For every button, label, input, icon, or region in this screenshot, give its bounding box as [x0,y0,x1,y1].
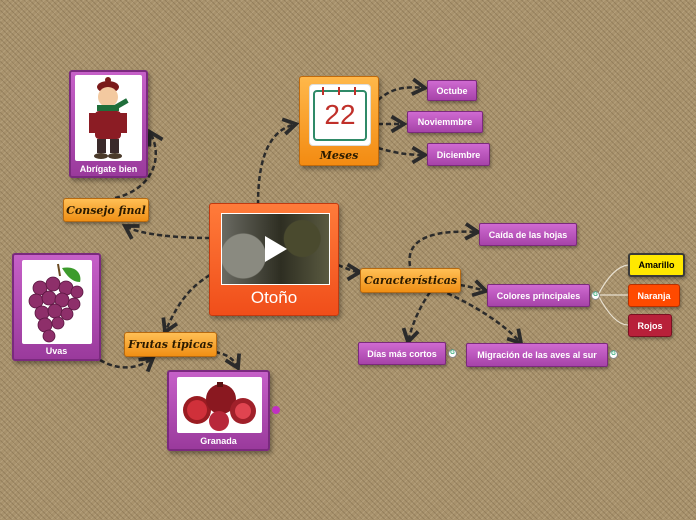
central-title: Otoño [250,288,298,307]
link-icon[interactable] [272,406,280,414]
month-octubre[interactable]: Octube [427,80,477,101]
migracion-aves-node[interactable]: Migración de las aves al sur [466,343,608,367]
pomegranate-image [177,377,262,433]
video-thumbnail[interactable] [221,213,330,285]
grapes-image [22,260,92,344]
calendar-day: 22 [324,99,356,130]
child-winter-image [75,75,142,161]
dias-cortos-node[interactable]: Días más cortos [358,342,446,365]
google-icon[interactable]: G [448,349,457,358]
colores-principales-node[interactable]: Colores principales [487,284,590,307]
caracteristicas-label[interactable]: Características [360,268,461,293]
play-icon[interactable] [265,236,287,262]
abrigate-card[interactable]: Abrígate bien [69,70,148,178]
google-icon[interactable]: G [591,291,600,300]
uvas-card[interactable]: Uvas [12,253,101,361]
month-diciembre[interactable]: Diciembre [427,143,490,166]
consejo-final-label[interactable]: Consejo final [63,198,149,222]
google-icon[interactable]: G [609,350,618,359]
uvas-caption: Uvas [45,346,68,356]
color-naranja[interactable]: Naranja [628,284,680,307]
month-noviembre[interactable]: Noviemmbre [407,111,483,133]
central-node[interactable]: Otoño [209,203,339,316]
meses-node[interactable]: 22 Meses [299,76,379,166]
granada-card[interactable]: Granada [167,370,270,451]
color-amarillo[interactable]: Amarillo [628,253,685,277]
meses-label: Meses [319,149,359,162]
calendar-icon: 22 [309,84,371,146]
granada-caption: Granada [200,436,237,446]
frutas-tipicas-label[interactable]: Frutas típicas [124,332,217,357]
caida-hojas-node[interactable]: Caída de las hojas [479,223,577,246]
color-rojos[interactable]: Rojos [628,314,672,337]
abrigate-caption: Abrígate bien [79,164,138,174]
